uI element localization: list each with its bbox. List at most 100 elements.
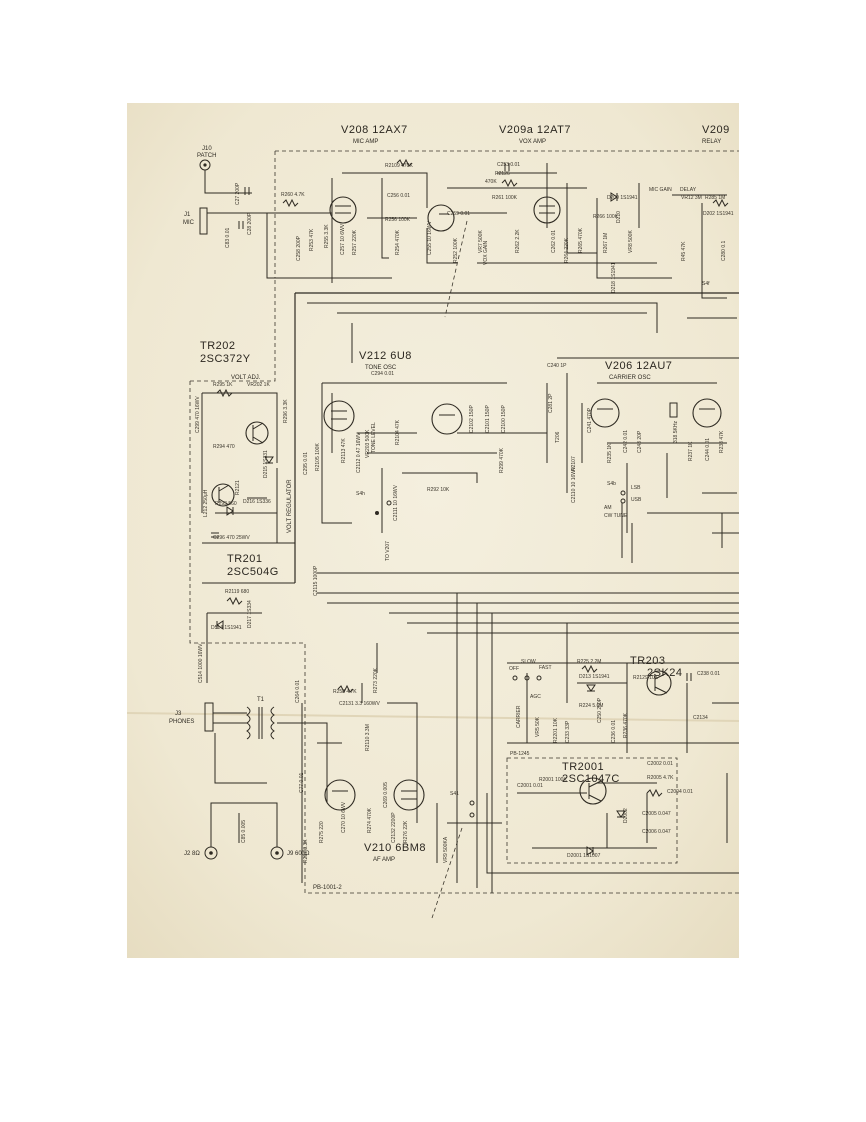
label-c2112: C2112 0.47 16WV xyxy=(356,432,362,473)
switch-s4b-label: S4b xyxy=(607,481,616,487)
label-d216: D216 1S336 xyxy=(243,499,271,505)
label-r285: R285 1M xyxy=(705,195,725,201)
label-r2129: R2129 10K xyxy=(633,675,659,681)
label-r2113: R2113 47K xyxy=(341,438,347,463)
label-c259: C259 0.01 xyxy=(447,211,470,217)
transistor-type-tr201: 2SC504G xyxy=(227,566,279,578)
transistor-type-tr2001: 2SC1047C xyxy=(562,773,620,785)
delay-label: DELAY xyxy=(680,187,697,193)
label-r264: R264 220K xyxy=(564,237,570,263)
label-r2105: R2105 100K xyxy=(315,443,321,471)
label-r275: R275 220 xyxy=(319,821,325,843)
label-r2107: R2107 xyxy=(571,456,577,471)
label-c264: C264 0.01 xyxy=(295,680,301,703)
transformer-t1-label: T1 xyxy=(257,697,265,703)
label-c242: C242 0.01 xyxy=(623,430,629,453)
tube-ref-v208: V208 12AX7 xyxy=(341,124,408,136)
label-d202: D202 1S1941 xyxy=(703,211,734,217)
connector-j3-jack xyxy=(204,702,214,732)
label-vr12: VR12 3M xyxy=(681,195,702,201)
label-c514: C514 1000 16WV xyxy=(198,643,204,683)
tube-v212a-envelope xyxy=(323,400,355,432)
label-r2119: R2119 680 xyxy=(225,589,249,595)
label-r2126-value: 470K xyxy=(485,179,497,185)
label-r2109: R2109 470K xyxy=(385,163,413,169)
label-c27: C27 200P xyxy=(235,182,241,205)
label-vr5: VR5 50K xyxy=(535,716,541,737)
label-r293: R293 560 xyxy=(215,501,237,507)
agc-slow-label: SLOW xyxy=(521,659,536,665)
vox-gain-label: VOX GAIN xyxy=(483,240,489,265)
label-c2001: C2001 0.01 xyxy=(517,783,543,789)
label-c240: C240 1P xyxy=(547,363,567,369)
label-c28: C28 200P xyxy=(247,212,253,235)
label-t206: T206 xyxy=(555,431,561,443)
label-r260: R260 4.7K xyxy=(281,192,305,198)
label-c294: C294 0.01 xyxy=(371,371,394,377)
label-r296: R296 3.3K xyxy=(283,399,289,423)
label-c258: C258 200P xyxy=(296,235,302,261)
switch-s41-label: S41 xyxy=(450,791,459,797)
tone-level-label: TONE LEVEL xyxy=(371,422,377,453)
tube-ref-v209a: V209a 12AT7 xyxy=(499,124,571,136)
label-r299: R299 470K xyxy=(499,447,505,473)
agc-label: AGC xyxy=(530,694,541,700)
schematic-sheet: V208 12AX7 MIC AMP V209a 12AT7 VOX AMP V… xyxy=(127,103,739,958)
switch-s4h-label: S4h xyxy=(356,491,365,497)
label-r45: R45 47K xyxy=(681,241,687,261)
tube-func-v209a: VOX AMP xyxy=(519,139,546,145)
switch-s4h xyxy=(375,500,392,515)
switch-agc xyxy=(512,675,542,681)
label-c257: C257 10 6WV xyxy=(340,223,346,255)
lsb-label: LSB xyxy=(631,485,641,491)
transformer-t1 xyxy=(246,706,275,740)
pcb-1245-label: PB-1245 xyxy=(510,751,530,757)
label-c85: C85 0.005 xyxy=(241,820,247,843)
pcb-outline-pb1245 xyxy=(506,757,678,864)
connector-j10-pin xyxy=(203,163,207,167)
label-r294: R294 470 xyxy=(213,444,235,450)
label-d213: D213 1S1941 xyxy=(579,674,610,680)
switch-s41 xyxy=(469,800,475,818)
am-label: AM xyxy=(604,505,612,511)
label-d2002: D2002 xyxy=(623,808,629,823)
label-r292: R292 10K xyxy=(427,487,450,493)
tube-func-v208: MIC AMP xyxy=(353,139,378,145)
connector-j1-jack xyxy=(199,207,208,235)
tube-ref-v209: V209 xyxy=(702,124,730,136)
to-v207-label: TO V207 xyxy=(385,541,391,561)
pcb-1001-label: PB-1001-2 xyxy=(313,885,342,891)
label-c2005: C2005 0.047 xyxy=(642,811,671,817)
label-r262: R262 2.2K xyxy=(515,229,521,253)
label-r257: R257 220K xyxy=(352,229,358,255)
label-r225: R225 2.2M xyxy=(577,659,601,665)
label-c2101: C2101 150P xyxy=(485,405,491,433)
label-c238: C238 0.01 xyxy=(697,671,720,677)
transistor-type-tr202: 2SC372Y xyxy=(200,353,251,365)
label-x318: 318.5KHz xyxy=(673,421,679,443)
tube-symbols xyxy=(323,196,722,811)
paper-background xyxy=(127,103,739,958)
label-c2111: C2111 10 16WV xyxy=(393,484,399,521)
tube-v208b-envelope xyxy=(427,204,455,232)
tube-ref-v212: V212 6U8 xyxy=(359,350,412,362)
label-r274: R274 470K xyxy=(367,807,373,833)
label-c262: C262 0.01 xyxy=(551,230,557,253)
label-r2001: R2001 100K xyxy=(539,777,567,783)
label-r295: R295 1K xyxy=(213,382,233,388)
label-vr9: VR9 500KA xyxy=(443,836,449,863)
agc-fast-label: FAST xyxy=(539,665,552,671)
tube-v209a-envelope xyxy=(533,196,561,224)
label-d209: D209 1S1941 xyxy=(607,195,638,201)
volt-regulator-label: VOLT REGULATOR xyxy=(287,479,293,533)
label-r2005: R2005 4.7K xyxy=(647,775,674,781)
connector-j10-label: J10 xyxy=(202,146,212,152)
label-c2002: C2002 0.01 xyxy=(647,761,673,767)
connector-j2-pin xyxy=(209,851,213,855)
label-d218: D218 1S1941 xyxy=(611,262,617,293)
tube-func-v209: RELAY xyxy=(702,139,721,145)
connector-j3-label: J3 xyxy=(175,711,182,717)
label-c2100: C2100 150P xyxy=(501,405,507,433)
label-r2121: R2121 xyxy=(235,480,241,495)
label-c281: C281 2P xyxy=(548,393,554,413)
